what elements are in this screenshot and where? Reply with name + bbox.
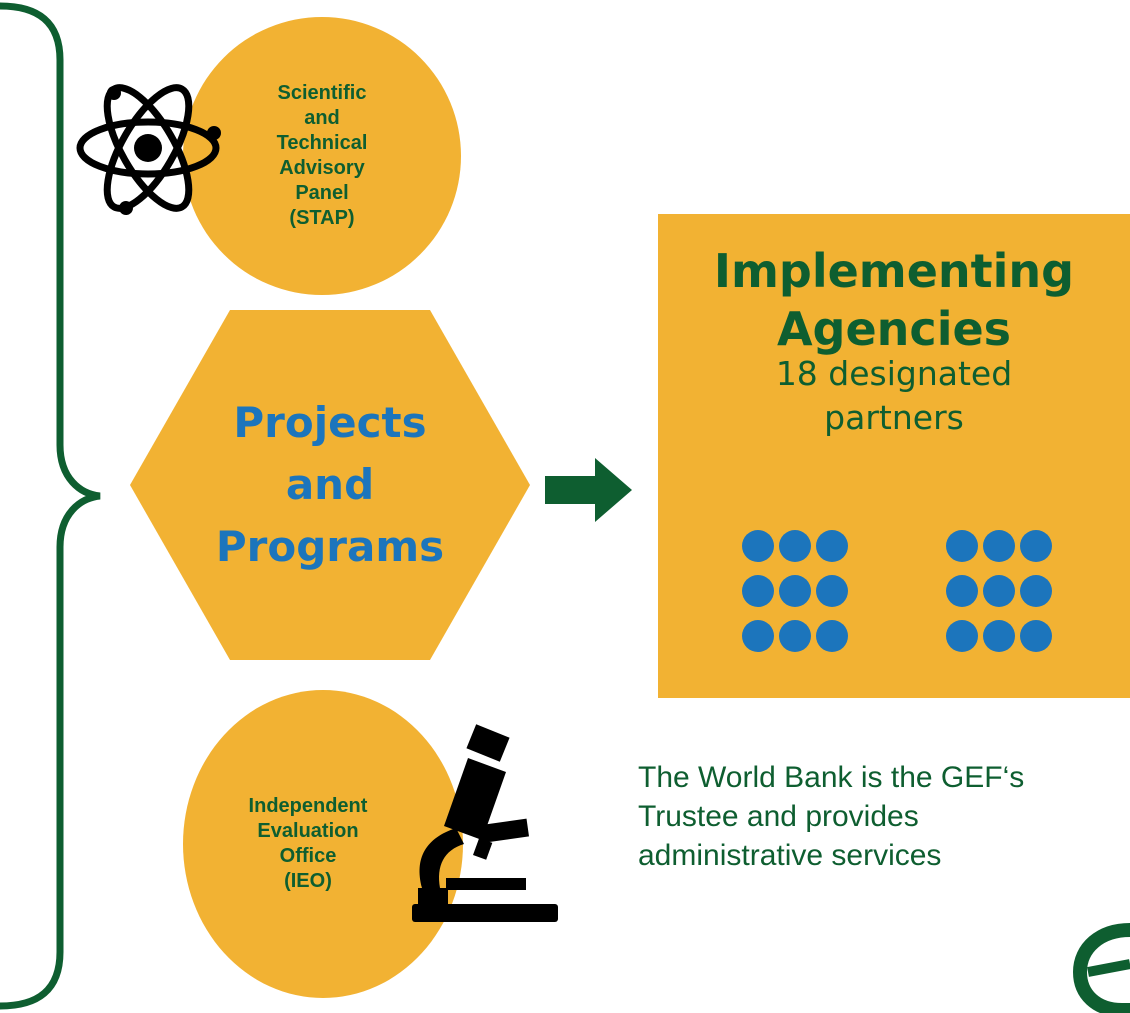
partner-dot — [779, 575, 811, 607]
agencies-subtitle-line: partners — [824, 398, 964, 437]
ieo-label-line: (IEO) — [284, 870, 332, 892]
agencies-title: Implementing Agencies — [658, 242, 1130, 358]
gef-logo-icon — [1072, 923, 1130, 1013]
stap-label: Scientific and Technical Advisory Panel … — [277, 81, 368, 231]
ieo-label-line: Independent — [248, 795, 368, 817]
trustee-text-line: The World Bank is the GEF‘s — [638, 761, 1025, 794]
arrow-right-icon — [545, 458, 632, 522]
trustee-text-line: Trustee and provides — [638, 800, 919, 833]
stap-label-line: Panel — [295, 182, 349, 204]
implementing-agencies-box: Implementing Agencies 18 designated part… — [658, 214, 1130, 698]
partner-dot — [946, 530, 978, 562]
curly-brace — [0, 2, 101, 1010]
partner-dot — [742, 620, 774, 652]
partner-dot — [816, 575, 848, 607]
stap-label-line: Advisory — [279, 157, 365, 179]
partner-dot — [816, 620, 848, 652]
stap-label-line: Scientific — [277, 82, 367, 104]
partner-dot — [983, 620, 1015, 652]
partner-dot — [1020, 530, 1052, 562]
hexagon-label: Projects and Programs — [130, 310, 530, 660]
stap-label-line: Technical — [276, 132, 368, 154]
partner-dot — [779, 620, 811, 652]
agencies-subtitle: 18 designated partners — [658, 352, 1130, 440]
partner-dot — [946, 575, 978, 607]
agencies-title-line: Agencies — [776, 302, 1012, 356]
partner-dot — [742, 530, 774, 562]
ieo-circle: Independent Evaluation Office (IEO) — [183, 690, 463, 998]
projects-hexagon — [130, 310, 530, 660]
partner-dot — [742, 575, 774, 607]
partner-dot — [816, 530, 848, 562]
agencies-subtitle-line: 18 designated — [775, 354, 1013, 393]
partner-dot — [983, 530, 1015, 562]
trustee-text-line: administrative services — [638, 839, 942, 872]
ieo-label-line: Evaluation — [257, 820, 359, 842]
partner-dot — [946, 620, 978, 652]
hexagon-label-line: Programs — [215, 522, 445, 571]
partner-dot — [1020, 620, 1052, 652]
partner-dot — [983, 575, 1015, 607]
stap-label-line: and — [304, 107, 340, 129]
agencies-title-line: Implementing — [713, 244, 1075, 298]
hexagon-label-line: and — [285, 460, 375, 509]
partner-dot — [779, 530, 811, 562]
stap-circle: Scientific and Technical Advisory Panel … — [183, 17, 461, 295]
atom-icon — [76, 84, 221, 215]
microscope-icon — [412, 724, 558, 922]
trustee-text: The World Bank is the GEF‘s Trustee and … — [638, 758, 1130, 875]
hexagon-label-line: Projects — [233, 398, 427, 447]
stap-label-line: (STAP) — [289, 207, 355, 229]
ieo-label: Independent Evaluation Office (IEO) — [249, 794, 368, 894]
ieo-label-line: Office — [279, 845, 337, 867]
partner-dot — [1020, 575, 1052, 607]
